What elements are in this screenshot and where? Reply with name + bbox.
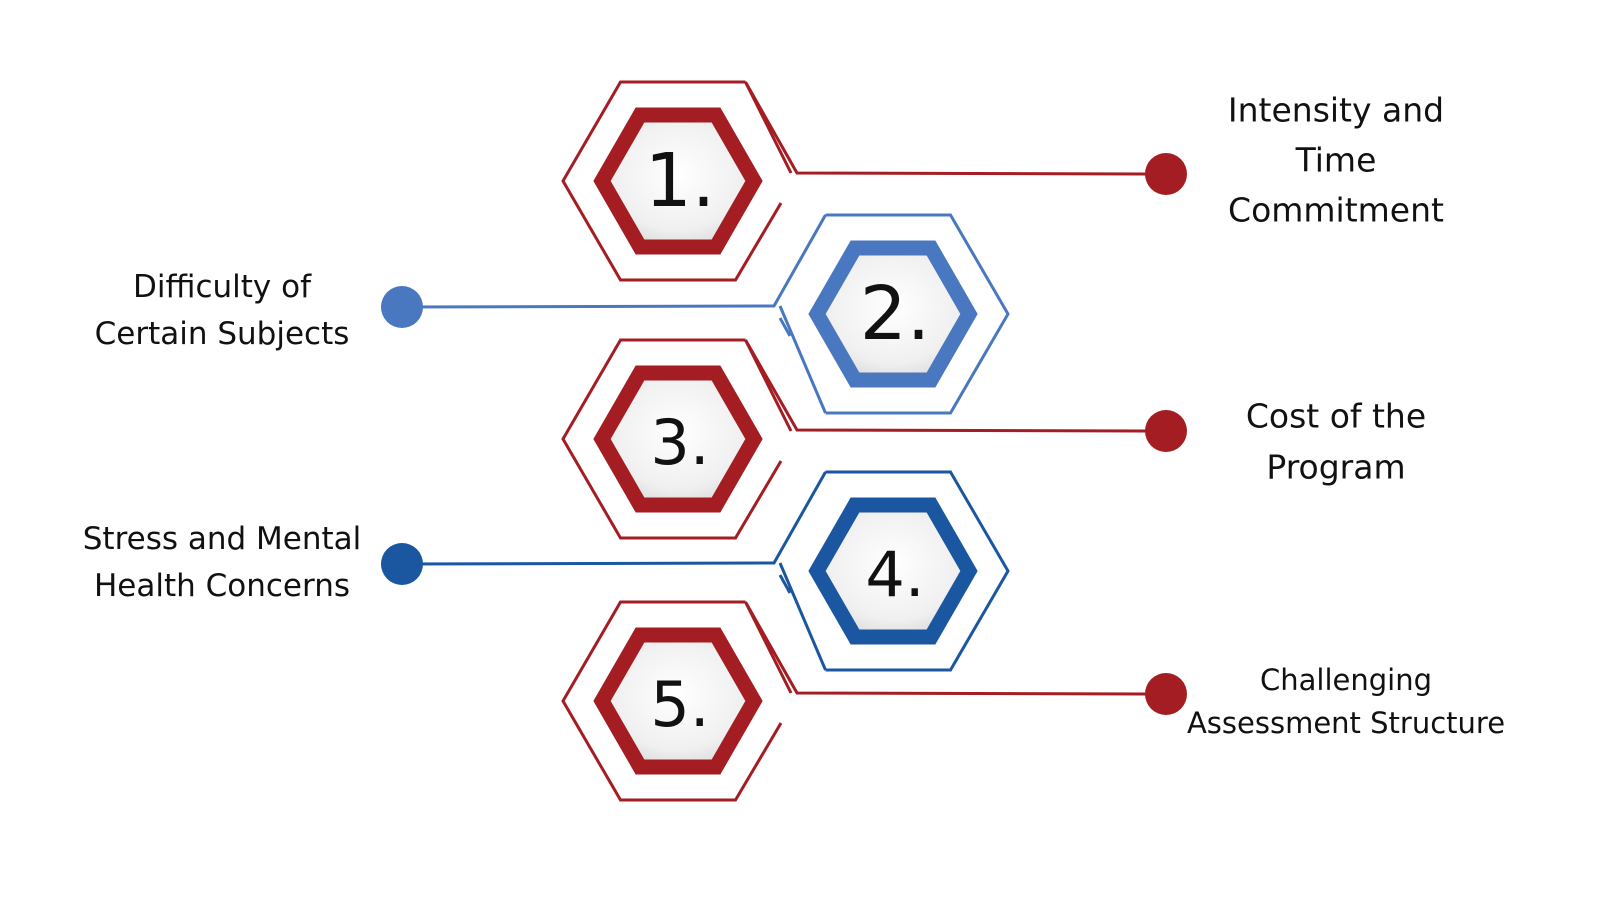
connector-line [744, 339, 1167, 433]
connector-dot [1145, 153, 1187, 195]
connector-dot [381, 286, 423, 328]
step-label-line: Cost of the [1246, 397, 1426, 436]
step-label-line: Time [1295, 141, 1377, 180]
step-number: 4. [865, 538, 924, 611]
step-label-line: Certain Subjects [95, 316, 350, 352]
step-label-line: Intensity and [1228, 91, 1444, 130]
connector-line [744, 601, 1167, 696]
connector-dot [1145, 410, 1187, 452]
connector-line [401, 471, 827, 566]
connector-line [744, 81, 1167, 176]
step-number: 5. [650, 668, 709, 741]
outer-hexagon-outline [778, 470, 1010, 672]
inner-hexagon [808, 497, 978, 645]
step-label-line: Assessment Structure [1187, 706, 1505, 740]
inner-hexagon [593, 627, 763, 775]
step-label-line: Health Concerns [94, 568, 350, 604]
connector-line [401, 214, 827, 309]
connector-dot [1145, 673, 1187, 715]
inner-hexagon [593, 365, 763, 513]
step-2: 2. Difficulty of Certain Subjects [95, 213, 1010, 415]
outer-hexagon-outline [778, 213, 1010, 415]
step-number: 1. [645, 138, 716, 224]
connector-dot [381, 543, 423, 585]
step-label-line: Difficulty of [133, 269, 312, 305]
step-label-line: Challenging [1260, 663, 1432, 697]
inner-hexagon [593, 107, 763, 255]
step-label-line: Stress and Mental [83, 521, 362, 557]
step-label-line: Commitment [1228, 191, 1444, 230]
step-number: 2. [860, 271, 931, 357]
step-number: 3. [650, 406, 709, 479]
inner-hexagon [808, 240, 978, 388]
step-label-line: Program [1266, 448, 1405, 487]
